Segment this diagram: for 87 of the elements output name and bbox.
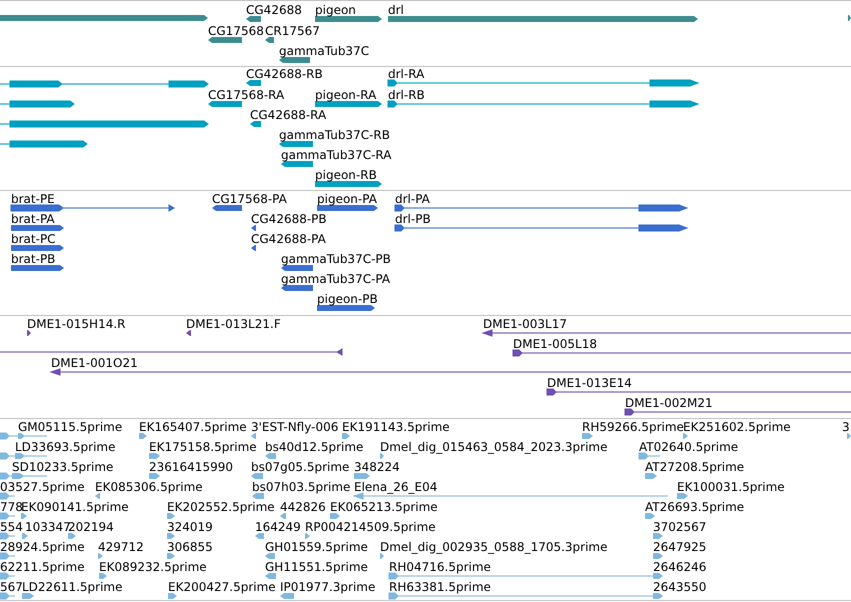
feature-name: 164249 — [255, 520, 301, 534]
feature-name: pigeon-PA — [317, 192, 377, 206]
feature-name: brat-PE — [11, 192, 55, 206]
feature-name: 554 — [0, 520, 23, 534]
feature-name: 306855 — [167, 540, 213, 554]
feature-name: 202194 — [68, 520, 114, 534]
feature-name: CG17568-RA — [208, 88, 284, 102]
feature-name: brat-PC — [11, 232, 56, 246]
feature-name: 3 — [842, 420, 850, 434]
feature-name: 3'EST-Nfly-006 — [251, 420, 338, 434]
feature-name: gammaTub37C-PB — [281, 252, 391, 266]
feature-name: 324019 — [167, 520, 213, 534]
feature-name: pigeon — [315, 3, 356, 17]
feature-name: LD33693.5prime — [15, 440, 116, 454]
feature-name: DME1-002M21 — [625, 396, 713, 410]
feature-name: CG42688 — [246, 3, 302, 17]
feature-name: GM05115.5prime — [18, 420, 122, 434]
feature-name: DME1-001O21 — [51, 356, 138, 370]
feature-name: EK065213.5prime — [330, 500, 438, 514]
feature-name: DME1-015H14.R — [27, 317, 126, 331]
feature-name: IP01977.3prime — [280, 580, 376, 594]
feature-name: 429712 — [98, 540, 144, 554]
feature-name: AT26693.5prime — [645, 500, 744, 514]
feature-name: drl-PA — [395, 192, 430, 206]
feature-name: EK085306.5prime — [95, 480, 203, 494]
feature-name: EK200427.5prime — [168, 580, 276, 594]
feature-name: DME1-013L21.F — [186, 317, 281, 331]
feature-name: pigeon-PB — [317, 292, 378, 306]
feature-name: 103347 — [25, 520, 71, 534]
feature-name: gammaTub37C — [279, 44, 370, 58]
feature-name: DME1-003L17 — [483, 317, 567, 331]
feature-name: EK165407.5prime — [139, 420, 247, 434]
feature-name: 2647925 — [653, 540, 706, 554]
feature-name: EK202552.5prime — [167, 500, 275, 514]
feature-name: EK191143.5prime — [342, 420, 450, 434]
feature-name: DME1-013E14 — [547, 376, 632, 390]
feature-name: gammaTub37C-RB — [279, 128, 390, 142]
feature-name: 23616415990 — [149, 460, 233, 474]
feature-name: RH63381.5prime — [389, 580, 491, 594]
feature-name: drl-RA — [388, 67, 424, 81]
feature-name: drl-RB — [388, 88, 425, 102]
feature-name: bs07g05.5prime — [251, 460, 350, 474]
feature-name: 2643550 — [653, 580, 706, 594]
feature-name: brat-PB — [11, 252, 56, 266]
feature-name: Dmel_dig_015463_0584_2023.3prime — [380, 440, 608, 454]
feature-name: 2646246 — [653, 560, 706, 574]
feature-name: 03527.5prime — [0, 480, 85, 494]
feature-name: 778 — [0, 500, 23, 514]
feature-name: CG42688-RA — [250, 108, 326, 122]
feature-name: 3702567 — [653, 520, 706, 534]
feature-name: CG17568-PA — [212, 192, 287, 206]
feature-name: 28924.5prime — [0, 540, 85, 554]
feature-name: drl — [388, 3, 404, 17]
feature-name: EK251602.5prime — [683, 420, 791, 434]
feature-name: 348224 — [354, 460, 400, 474]
feature-name: gammaTub37C-RA — [281, 148, 392, 162]
feature-name: RP004214509.5prime — [305, 520, 436, 534]
feature-name: pigeon-RA — [315, 88, 376, 102]
feature-name: LD22611.5prime — [22, 580, 123, 594]
feature-name: EK100031.5prime — [677, 480, 785, 494]
feature-name: CG42688-PA — [251, 232, 326, 246]
feature-name: CG17568 — [208, 24, 264, 38]
feature-name: RH04716.5prime — [389, 560, 491, 574]
feature-name: bs40d12.5prime — [265, 440, 364, 454]
feature-name: 442826 — [280, 500, 326, 514]
feature-name: GH01559.5prime — [265, 540, 368, 554]
feature-name: 62211.5prime — [0, 560, 85, 574]
feature-name: Elena_26_E04 — [354, 480, 438, 494]
feature-name: drl-PB — [395, 212, 431, 226]
feature-name: EK175158.5prime — [149, 440, 257, 454]
feature-name: DME1-005L18 — [513, 337, 597, 351]
feature-name: GH11551.5prime — [265, 560, 368, 574]
feature-name: CG42688-PB — [251, 212, 327, 226]
feature-name: RH59266.5prime — [582, 420, 684, 434]
feature-name: Dmel_dig_002935_0588_1705.3prime — [380, 540, 608, 554]
feature-name: AT27208.5prime — [645, 460, 744, 474]
feature-name: gammaTub37C-PA — [281, 272, 390, 286]
feature-name: CR17567 — [265, 24, 320, 38]
feature-name: AT02640.5prime — [639, 440, 738, 454]
feature-name: 567 — [0, 580, 23, 594]
feature-name: pigeon-RB — [315, 168, 377, 182]
feature-name: SD10233.5prime — [12, 460, 114, 474]
feature-name: brat-PA — [11, 212, 55, 226]
feature-name: EK090141.5prime — [21, 500, 129, 514]
feature-name: CG42688-RB — [246, 67, 323, 81]
feature-name: EK089232.5prime — [99, 560, 207, 574]
feature-name: bs07h03.5prime — [252, 480, 350, 494]
